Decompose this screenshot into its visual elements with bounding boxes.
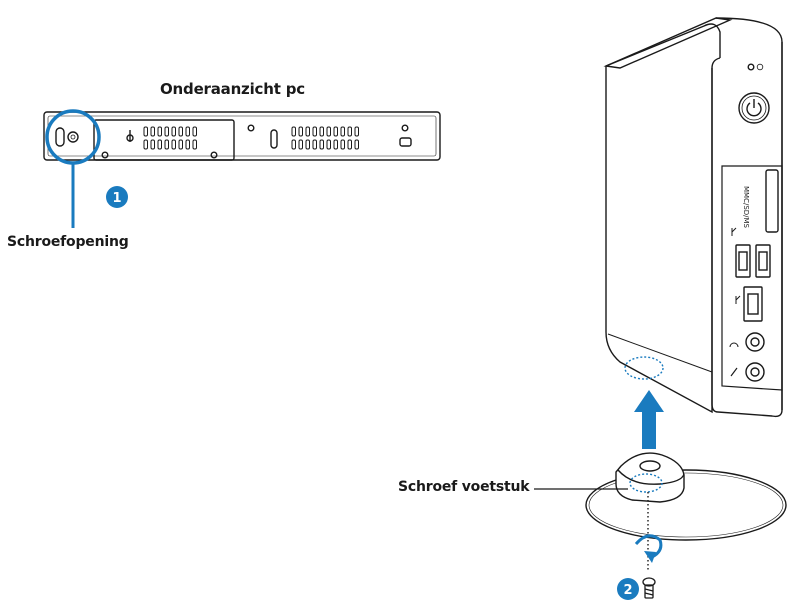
mic-jack: [745, 362, 765, 382]
step-2-badge: 2: [617, 578, 639, 600]
usb-port-2: [755, 244, 771, 278]
step-2-number: 2: [623, 583, 632, 598]
screw-hole-shape: [67, 131, 79, 143]
rotate-arrow-icon: [634, 534, 663, 563]
pc-bottom-view: [43, 111, 441, 161]
usb-icon-2: [735, 295, 741, 304]
usb-port-1: [735, 244, 751, 278]
screw-hole-highlight: [45, 109, 101, 228]
step-1-badge: 1: [106, 186, 128, 208]
vent-left: [143, 126, 197, 150]
stand-screw-marker: [629, 473, 663, 493]
pc-side-view: [603, 17, 783, 418]
usb-port-3: [743, 286, 763, 322]
bottom-view-title: Onderaanzicht pc: [160, 80, 305, 98]
pc-screw-marker: [624, 356, 664, 380]
headphone-jack: [745, 332, 765, 352]
screw-hole-label: Schroefopening: [7, 234, 129, 250]
card-reader-slot: [765, 169, 779, 233]
headphone-icon: [729, 342, 739, 348]
pc-bottom-outline: [43, 111, 441, 161]
slot-shape: [55, 127, 65, 147]
hdd-led-icon: [747, 63, 755, 71]
stand-screw-label: Schroef voetstuk: [398, 479, 530, 495]
power-button-shape: [738, 92, 770, 124]
screw-icon: [642, 577, 656, 599]
power-icon: [746, 99, 762, 117]
step-1-number: 1: [112, 191, 121, 206]
cover-plate: [93, 119, 235, 161]
stand: [585, 452, 787, 541]
usb-icon-1: [731, 227, 737, 236]
card-reader-label: MMC/SD/MS: [742, 186, 750, 229]
up-arrow: [634, 390, 664, 449]
pc-top-face: [603, 17, 733, 69]
vent-right: [291, 126, 359, 150]
mic-icon: [730, 367, 738, 377]
